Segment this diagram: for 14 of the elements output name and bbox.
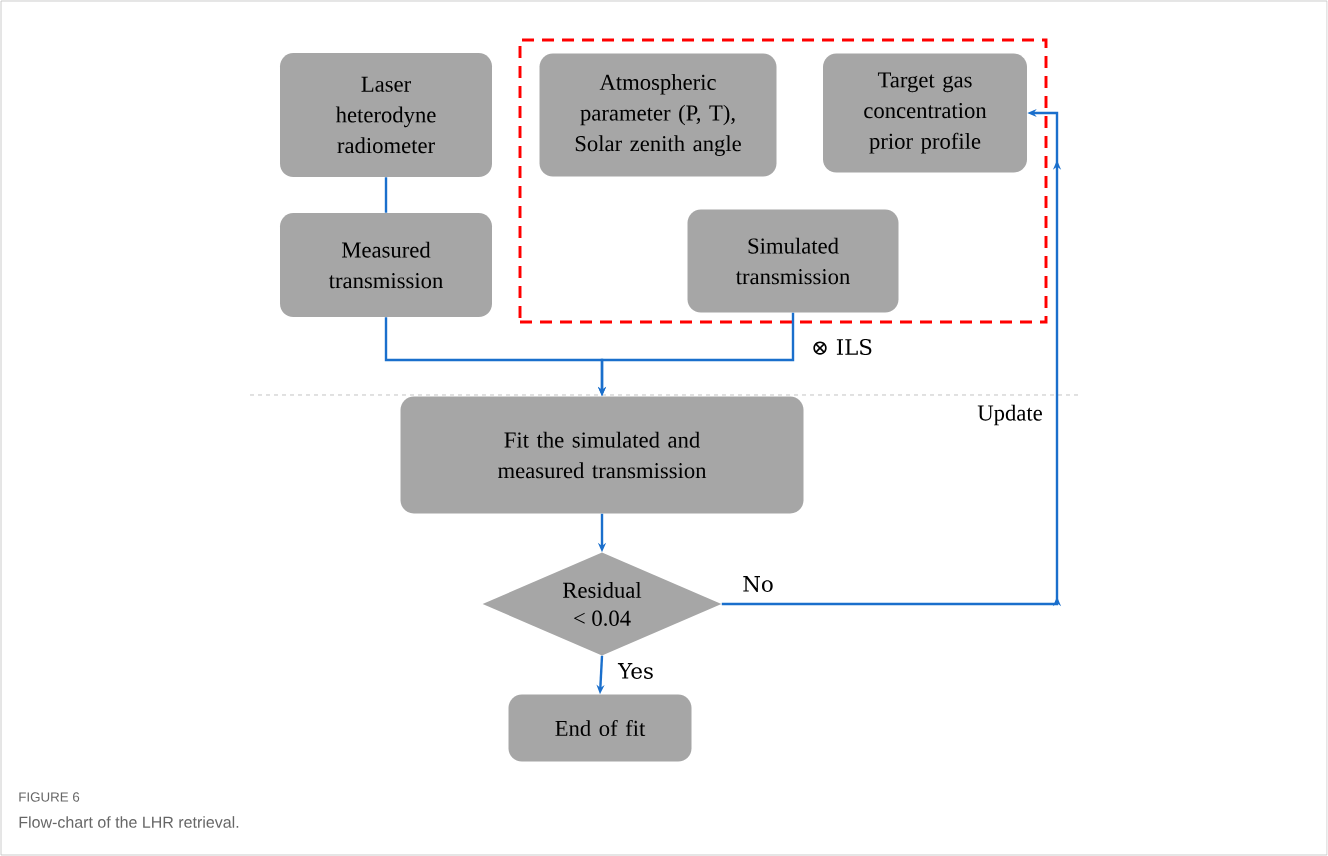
process-box: Measured transmission bbox=[280, 213, 492, 317]
process-box: Laser heterodyne radiometer bbox=[280, 53, 492, 177]
figure-caption: Flow-chart of the LHR retrieval. bbox=[19, 816, 239, 828]
edge-label: No bbox=[740, 574, 776, 594]
process-box: End of fit bbox=[508, 694, 692, 762]
process-box: Atmospheric parameter (P, T), Solar zenith angle bbox=[539, 53, 777, 177]
dashed-group-box bbox=[518, 38, 1048, 324]
edge-label: Yes bbox=[616, 661, 656, 681]
edge-label: ⊗ ILS bbox=[809, 337, 875, 357]
process-box: Simulated transmission bbox=[687, 209, 899, 313]
figure-number: FIGURE 6 bbox=[19, 792, 80, 802]
annotation-text: Update bbox=[977, 404, 1042, 426]
process-box: Fit the simulated and measured transmission bbox=[400, 396, 804, 514]
process-box: Target gas concentration prior profile bbox=[823, 53, 1027, 173]
